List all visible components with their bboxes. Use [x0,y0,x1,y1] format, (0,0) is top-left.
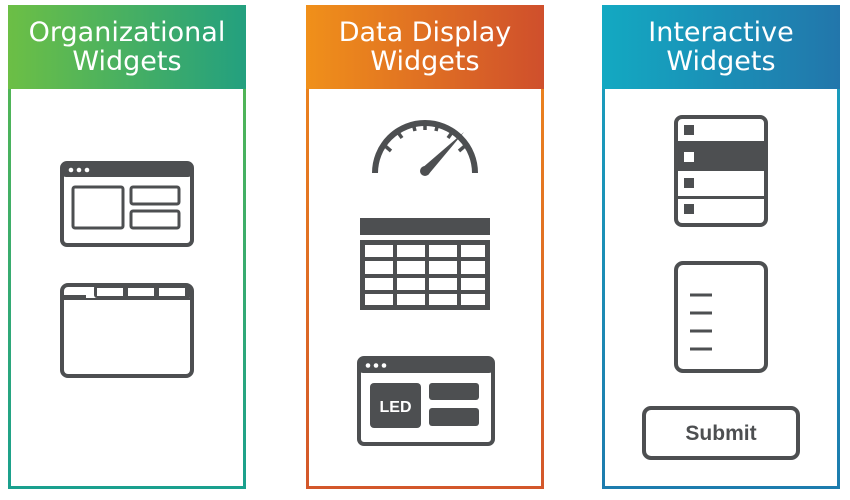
text-list-icon [674,261,768,373]
data-display-widgets-panel: Data Display Widgets [306,5,544,489]
submit-button-icon: Submit [642,406,800,460]
interactive-widgets-header: Interactive Widgets [602,5,840,89]
data-table-icon [360,218,490,310]
organizational-widgets-panel: Organizational Widgets [8,5,246,489]
led-label: LED [380,399,412,416]
organizational-widgets-header: Organizational Widgets [8,5,246,89]
panel-layout-icon [60,161,194,247]
data-display-title-line2: Widgets [370,46,480,77]
gauge-icon [372,120,478,176]
organizational-title-line1: Organizational [28,17,226,48]
tabbed-window-icon [60,283,194,378]
list-selector-icon [674,115,768,227]
led-display-icon: LED [357,356,495,446]
data-display-title-line1: Data Display [338,17,512,48]
data-display-widgets-header: Data Display Widgets [306,5,544,89]
organizational-title-line2: Widgets [72,46,182,77]
submit-label: Submit [685,422,756,445]
interactive-title-line2: Widgets [666,46,776,77]
interactive-title-line1: Interactive [648,17,794,48]
